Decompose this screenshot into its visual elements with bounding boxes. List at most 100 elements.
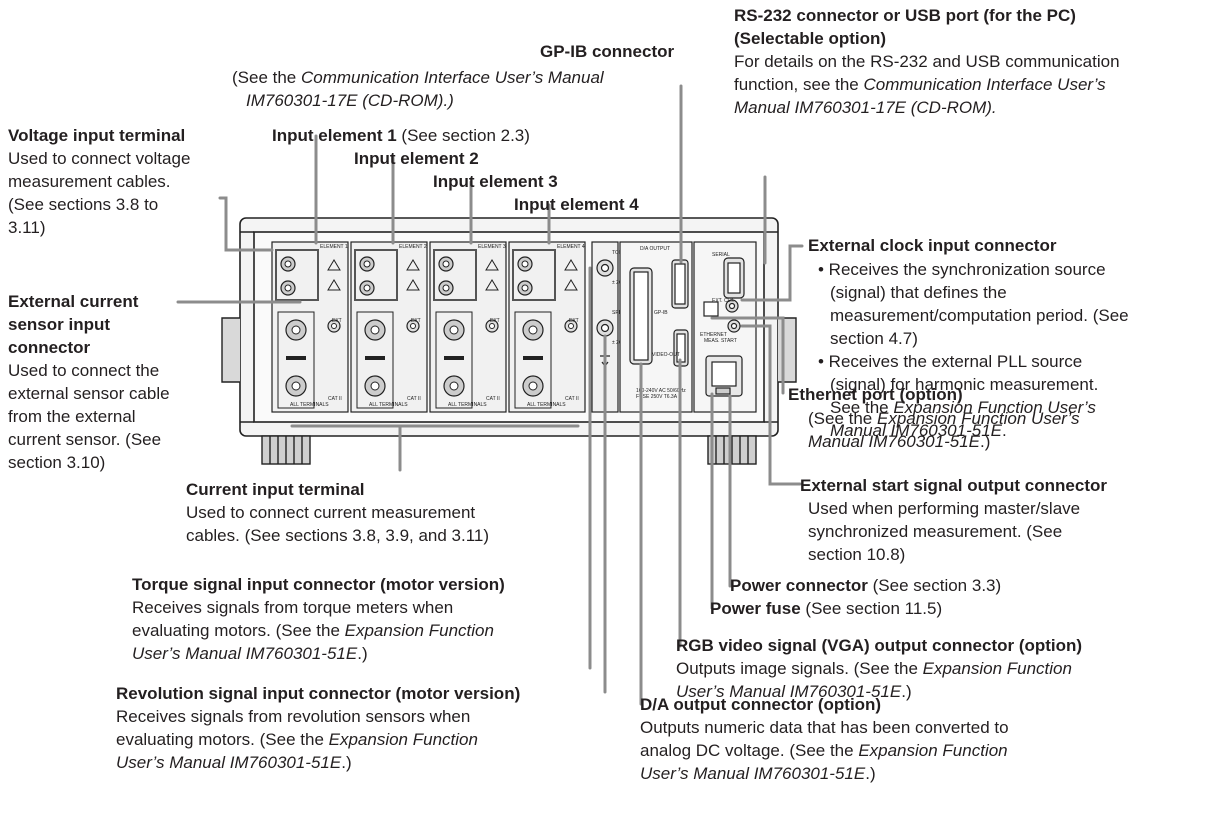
torque-line2: evaluating motors. (See the — [132, 621, 345, 640]
ext-label: EXT — [332, 318, 342, 324]
element4-callout: Input element 4 — [514, 193, 639, 216]
rgb-manual: Expansion Function — [922, 659, 1072, 678]
warning-icon — [564, 279, 578, 291]
element1-note: (See section 2.3) — [396, 126, 530, 145]
gpib-callout: GP-IB connector — [540, 40, 674, 63]
torque-line1: Receives signals from torque meters when — [132, 598, 454, 617]
ext-sensor-connector-core-icon — [410, 323, 416, 329]
ethernet-callout: Ethernet port (option) — [788, 383, 963, 406]
power-note: (See section 3.3) — [867, 576, 1002, 595]
voltage-terminal-core-icon — [284, 284, 292, 292]
voltage-terminal-core-icon — [442, 284, 450, 292]
voltage-terminal-box-3 — [433, 249, 477, 301]
extclock-b2l3: See the — [830, 398, 894, 417]
extclock-bullets-3: • Receives the external PLL source — [818, 350, 1082, 373]
gpib-note-manual-2: IM760301-17E (CD-ROM).) — [246, 91, 454, 110]
leader-lines — [176, 84, 804, 706]
voltage-line4: 3.11) — [8, 218, 46, 237]
current-terminal-core-icon — [528, 325, 538, 335]
extclock-bullets-2: (signal) that defines the measurement/co… — [830, 281, 1129, 350]
gpib-note-2: IM760301-17E (CD-ROM).) — [246, 89, 454, 112]
rs232-line2: function, see the — [734, 75, 864, 94]
element-tag-label: ELEMENT 1 — [320, 244, 348, 250]
element2-callout: Input element 2 — [354, 147, 479, 170]
voltage-terminal-box-4 — [512, 249, 556, 301]
da-manual: Expansion Function — [858, 741, 1008, 760]
current-terminal-box-1 — [277, 311, 315, 409]
all-terminals-label: ALL TERMINALS — [369, 402, 408, 408]
voltage-terminal-core-icon — [442, 260, 450, 268]
extclock-bullets: • Receives the synchronization source — [818, 258, 1106, 281]
current-note: Used to connect current measurement cabl… — [186, 501, 489, 547]
power-callout: Power connector (See section 3.3) — [730, 574, 1001, 597]
torque-manual: Expansion Function — [344, 621, 494, 640]
ethernet-port-icon — [703, 301, 719, 317]
current-callout: Current input terminal — [186, 478, 365, 501]
rgb-close: .) — [901, 682, 912, 701]
revolution-manual-2: User’s Manual IM760301-51E — [116, 753, 342, 772]
element4-title: Input element 4 — [514, 195, 639, 214]
rs232-title: RS-232 connector or USB port (for the PC… — [734, 6, 1076, 25]
current-terminal-label-plate — [365, 356, 385, 360]
extcurrent-line4: current sensor. (See — [8, 430, 162, 449]
extclock-manual-2: Manual IM760301-51E — [830, 421, 1003, 440]
voltage-terminal-core-icon — [363, 284, 371, 292]
revolution-line1: Receives signals from revolution sensors… — [116, 707, 471, 726]
gpib-note: (See the Communication Interface User’s … — [232, 66, 604, 89]
svg-text:GP-IB: GP-IB — [654, 310, 668, 316]
extclock-b1l3: measurement/computation period. (See — [830, 306, 1129, 325]
ethernet-note: (See the Expansion Function User’s Manua… — [808, 407, 1080, 453]
element3-title: Input element 3 — [433, 172, 558, 191]
da-title: D/A output connector (option) — [640, 695, 882, 714]
warning-icon — [406, 279, 420, 291]
rs232-manual: Communication Interface User’s — [863, 75, 1106, 94]
extcurrent-line5: section 3.10) — [8, 453, 106, 472]
extcurrent-title-2: sensor input — [8, 315, 111, 334]
extclock-manual: Expansion Function User’s — [893, 398, 1096, 417]
svg-text:FUSE 250V T6.3A: FUSE 250V T6.3A — [636, 394, 678, 400]
voltage-line1: Used to connect voltage — [8, 149, 191, 168]
current-terminal-label-plate — [523, 356, 543, 360]
voltage-terminal-box-2 — [354, 249, 398, 301]
element-tag-label: ELEMENT 4 — [557, 244, 585, 250]
svg-text:VIDEO-OUT: VIDEO-OUT — [652, 352, 680, 358]
cat-label: CAT II — [407, 396, 421, 402]
extclock-b1l1: • Receives the synchronization source — [818, 260, 1106, 279]
cat-label: CAT II — [565, 396, 579, 402]
extcurrent-line1: Used to connect the — [8, 361, 160, 380]
revolution-line2: evaluating motors. (See the — [116, 730, 329, 749]
fuse-note: (See section 11.5) — [800, 599, 943, 618]
fuse-holder-icon — [715, 387, 731, 395]
current-terminal-core-icon — [370, 381, 380, 391]
ethernet-note-text: (See the — [808, 409, 877, 428]
torque-close: .) — [357, 644, 368, 663]
voltage-callout: Voltage input terminal Used to connect v… — [8, 124, 190, 239]
current-terminal-core-icon — [449, 381, 459, 391]
extcurrent-callout: External current sensor input connector … — [8, 290, 170, 474]
revolution-close: .) — [341, 753, 352, 772]
da-manual-2: User’s Manual IM760301-51E — [640, 764, 866, 783]
extclock-callout: External clock input connector — [808, 234, 1056, 257]
extclock-b2l2: (signal) for harmonic measurement. — [830, 375, 1099, 394]
extcurrent-line3: from the external — [8, 407, 136, 426]
current-line2: cables. (See sections 3.8, 3.9, and 3.11… — [186, 526, 490, 545]
rgb-line1: Outputs image signals. (See the — [676, 659, 923, 678]
extclock-bullets-4: (signal) for harmonic measurement. See t… — [830, 373, 1098, 442]
rgb-manual-2: User’s Manual IM760301-51E — [676, 682, 902, 701]
fuse-callout: Power fuse (See section 11.5) — [710, 597, 942, 620]
torque-manual-2: User’s Manual IM760301-51E — [132, 644, 358, 663]
da-line1: Outputs numeric data that has been conve… — [640, 718, 1009, 737]
rs232-manual-2: Manual IM760301-17E (CD-ROM). — [734, 98, 997, 117]
gpib-note-manual: Communication Interface User’s Manual — [301, 68, 604, 87]
extstart-line3: section 10.8) — [808, 545, 906, 564]
current-terminal-label-plate — [444, 356, 464, 360]
extcurrent-line2: external sensor cable — [8, 384, 170, 403]
svg-text:ETHERNET: ETHERNET — [700, 332, 727, 338]
current-terminal-core-icon — [291, 381, 301, 391]
gpib-note-text: (See the — [232, 68, 301, 87]
torque-title: Torque signal input connector (motor ver… — [132, 575, 505, 594]
warning-icon — [327, 259, 341, 271]
rgb-title: RGB video signal (VGA) output connector … — [676, 636, 1083, 655]
voltage-line3: (See sections 3.8 to — [8, 195, 159, 214]
warning-icon — [564, 259, 578, 271]
